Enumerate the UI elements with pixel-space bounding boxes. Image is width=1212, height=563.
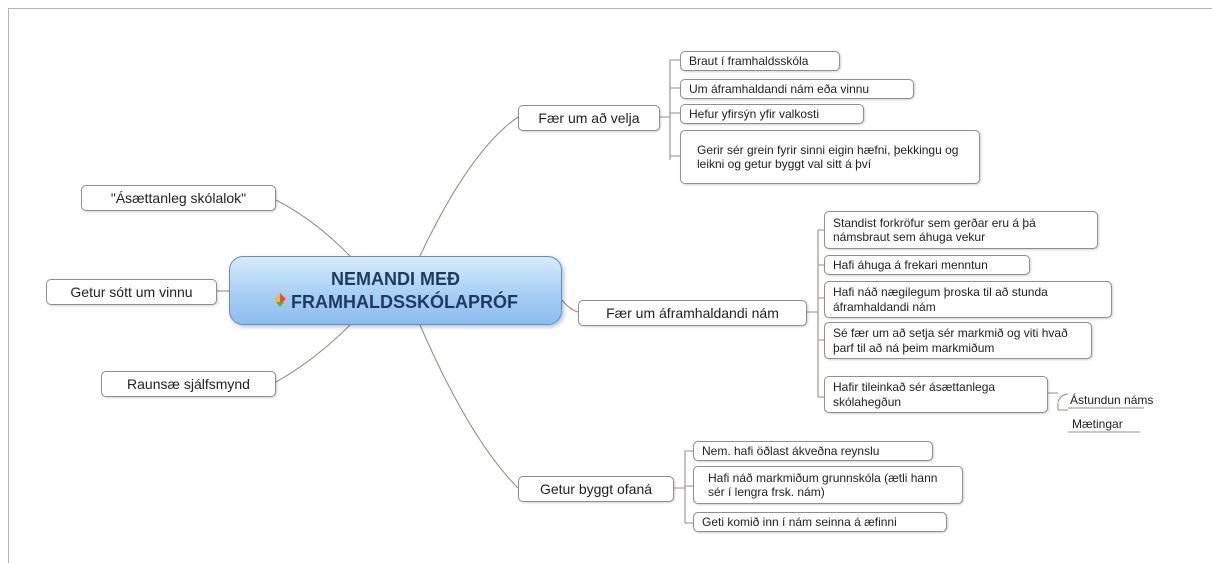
subtopic-nem-hafi-odlast[interactable]: Nem. hafi öðlast ákveðna reynslu (693, 441, 933, 461)
subtopic-hafi-ahuga[interactable]: Hafi áhuga á frekari menntun (824, 255, 1030, 275)
subtopic-gerir-ser-grein[interactable]: Gerir sér grein fyrir sinni eigin hæfni,… (680, 130, 980, 184)
connector-central-sjalfsmynd (275, 324, 351, 383)
subtopic-braut-i-framhaldsskola[interactable]: Braut í framhaldsskóla (680, 51, 840, 71)
frame-top-border (8, 8, 1212, 9)
topic-asaettanleg-skolalok[interactable]: "Ásættanleg skólalok" (81, 185, 276, 211)
central-topic[interactable]: NEMANDI MEÐ FRAMHALDSSKÓLAPRÓF (229, 256, 562, 325)
connector-hegdun-bracket (1048, 392, 1069, 411)
subtopic-hafir-tileinkad[interactable]: Hafir tileinkað sér ásættanlega skólaheg… (824, 376, 1048, 413)
connector-nam-bracket (807, 229, 824, 398)
connector-ofana-bracket (674, 450, 693, 524)
connector-central-velja (419, 116, 519, 257)
central-title-line2: FRAMHALDSSKÓLAPRÓF (291, 291, 518, 312)
subtopic-geti-komid-inn[interactable]: Geti komið inn í nám seinna á æfinni (693, 512, 947, 532)
subtopic-se-faer-um[interactable]: Sé fær um að setja sér markmið og viti h… (824, 322, 1092, 359)
topic-getur-sott-um-vinnu[interactable]: Getur sótt um vinnu (46, 279, 217, 305)
subtopic-standist-forkrofur[interactable]: Standist forkröfur sem gerðar eru á þá n… (824, 211, 1098, 249)
connector-central-nam (561, 299, 579, 313)
branch-faer-um-aframhaldandi-nam[interactable]: Fær um áframhaldandi nám (578, 300, 807, 326)
connector-central-ofana (419, 324, 519, 489)
central-title-line2-wrap: FRAMHALDSSKÓLAPRÓF (273, 291, 518, 314)
branch-faer-um-ad-velja[interactable]: Fær um að velja (518, 105, 660, 131)
subtopic-hafi-nad-naegilegum[interactable]: Hafi náð nægilegum þroska til að stunda … (824, 281, 1112, 318)
topic-raunsae-sjalfsmynd[interactable]: Raunsæ sjálfsmynd (101, 371, 276, 397)
subsubtopic-maetingar[interactable]: Mætingar (1072, 417, 1123, 431)
connector-velja-bracket (660, 59, 680, 160)
subsubtopic-astundun-nams[interactable]: Ástundun náms (1070, 393, 1154, 407)
branch-getur-byggt-ofana[interactable]: Getur byggt ofaná (518, 476, 674, 502)
subtopic-hafi-nad-markmidum[interactable]: Hafi náð markmiðum grunnskóla (ætli hann… (693, 466, 963, 504)
central-title-line1: NEMANDI MEÐ (331, 269, 460, 289)
color-swatch-icon (273, 291, 287, 314)
connector-central-skolalok (275, 199, 351, 257)
frame-left-border (8, 8, 9, 563)
subtopic-hefur-yfirsyn[interactable]: Hefur yfirsýn yfir valkosti (680, 104, 864, 124)
subtopic-um-aframhaldandi-nam[interactable]: Um áframhaldandi nám eða vinnu (680, 79, 914, 99)
